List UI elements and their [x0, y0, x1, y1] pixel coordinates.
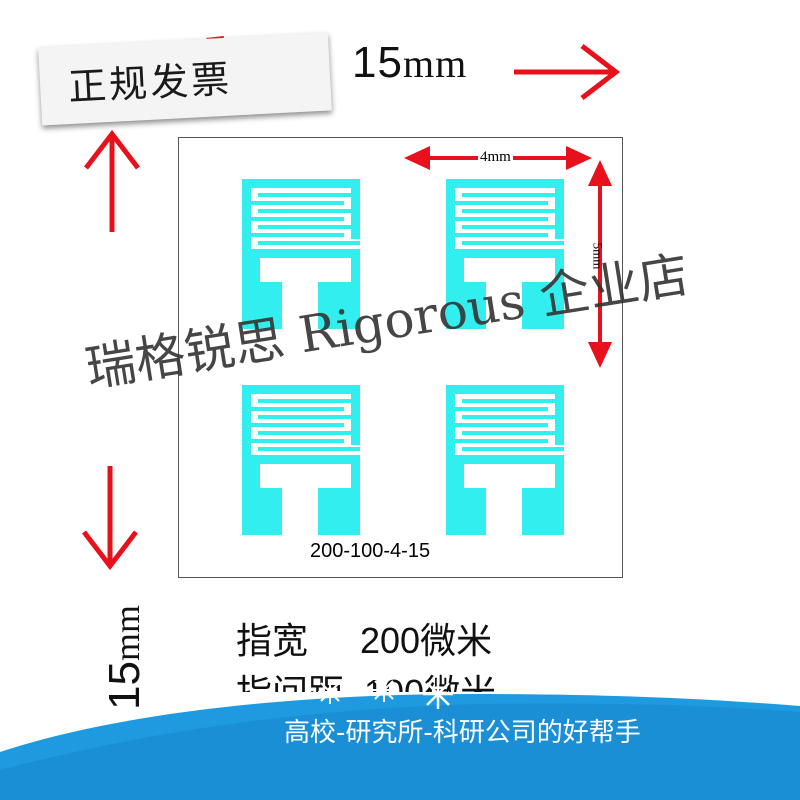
footer-wave-highlight [0, 703, 800, 800]
top-dimension-value: 15 [352, 38, 403, 87]
electrode-bottom-right [446, 385, 564, 535]
side-dimension: 15mm [100, 490, 160, 710]
side-dimension-unit: mm [107, 605, 147, 662]
snowflake-icon [372, 678, 396, 702]
electrode-bottom-left [242, 385, 360, 535]
arrow-down-icon [82, 466, 138, 571]
arrow-up-icon [84, 129, 140, 232]
inner-width-label: 4mm [478, 149, 513, 166]
spec-finger-spacing-label: 指间距 [236, 673, 344, 692]
snowflake-icon [423, 679, 453, 709]
side-dimension-value: 15 [100, 661, 149, 710]
spec-finger-spacing: 指间距 100微米 [236, 664, 496, 692]
snowflake-icons [318, 678, 453, 709]
footer-slogan: 高校-研究所-科研公司的好帮手 [284, 718, 641, 748]
chip-model-label: 200-100-4-15 [310, 540, 431, 562]
snowflake-icon [318, 680, 342, 704]
spec-finger-width: 指宽 200微米 [236, 612, 492, 664]
top-dimension: 15mm [352, 38, 467, 88]
double-arrow-vertical-icon [588, 160, 612, 368]
top-dimension-unit: mm [402, 41, 468, 86]
invoice-badge-text: 正规发票 [67, 56, 234, 110]
spec-finger-spacing-value: 100微米 [364, 672, 496, 692]
arrow-right-icon [514, 44, 621, 100]
spec-finger-width-value: 200微米 [360, 620, 493, 661]
spec-finger-width-label: 指宽 [236, 621, 309, 662]
